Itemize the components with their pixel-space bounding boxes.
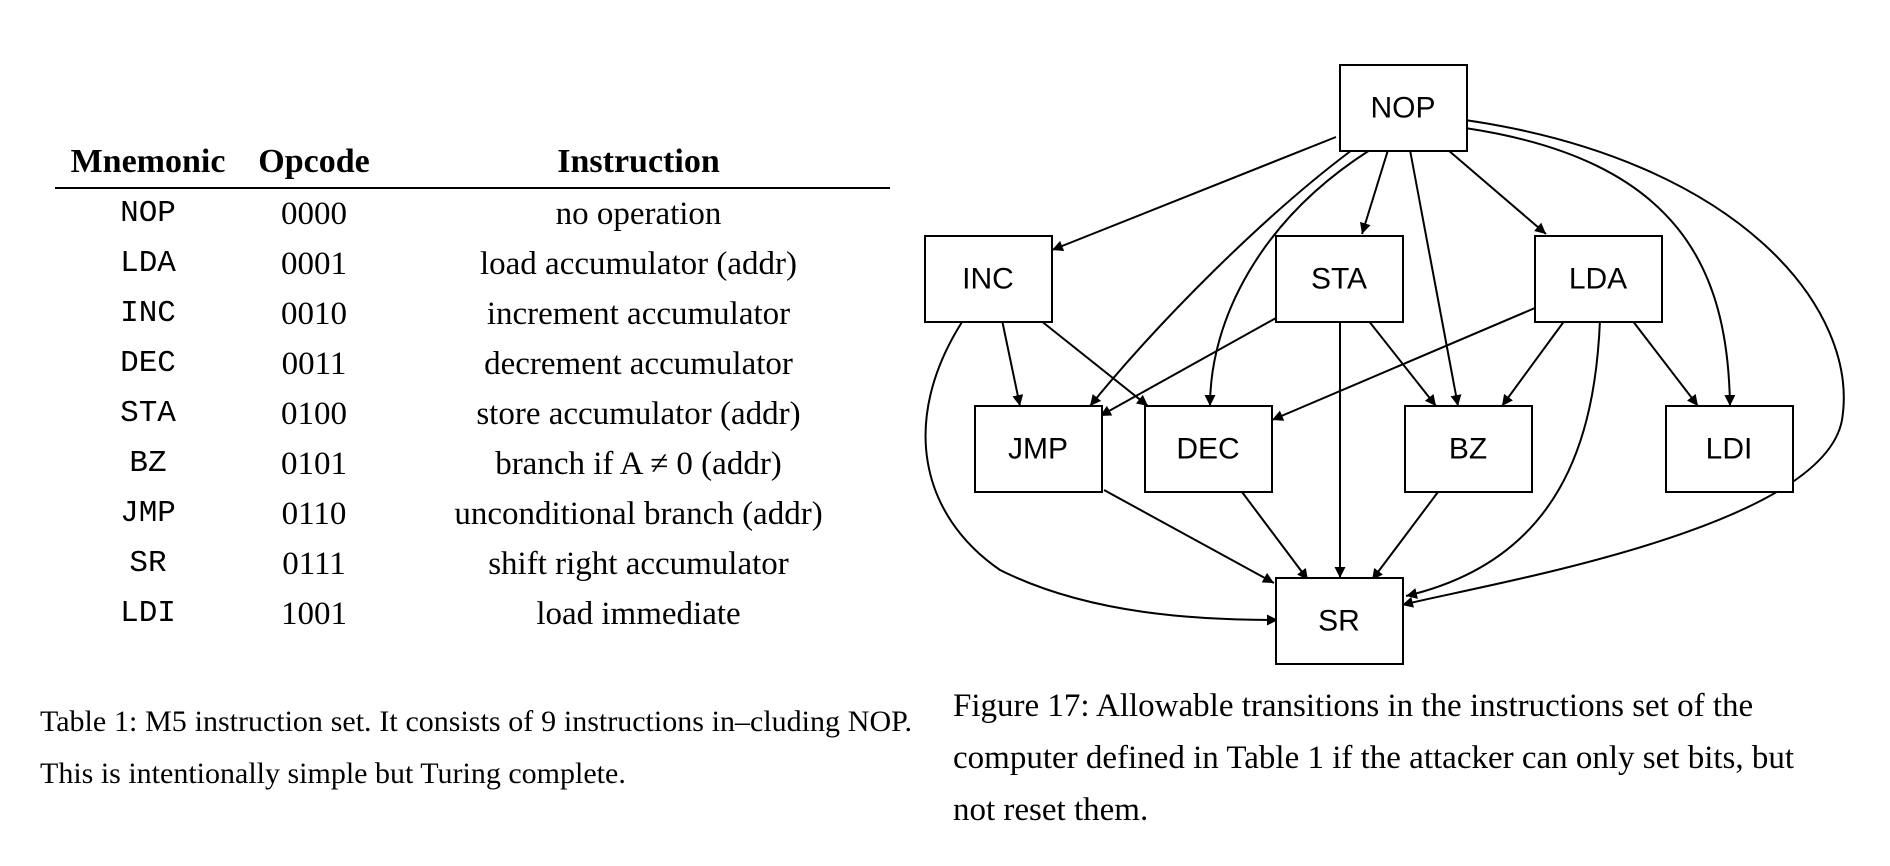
edge-sta-jmp [1099, 317, 1277, 417]
instruction-cell: load immediate [536, 596, 741, 632]
edge-inc-sr [924, 321, 1279, 626]
table-row: STA 0100 store accumulator (addr) [55, 389, 890, 439]
node-box [924, 235, 1053, 323]
header-opcode: Opcode [241, 138, 387, 189]
edge-jmp-sr [1103, 489, 1275, 584]
opcode-cell: 1001 [281, 596, 347, 632]
instruction-set-table: Mnemonic Opcode Instruction NOP 0000 no … [55, 138, 890, 639]
edge-inc-jmp [1001, 319, 1024, 407]
table-header-row: Mnemonic Opcode Instruction [55, 138, 890, 189]
node-box [1275, 235, 1404, 323]
edge-bz-sr [1371, 491, 1439, 581]
mnemonic-cell: STA [120, 396, 176, 431]
node-label: SR [1318, 605, 1360, 638]
edge-lda-ldi [1631, 319, 1699, 407]
node-bz: BZ [1404, 405, 1533, 493]
table-row: NOP 0000 no operation [55, 188, 890, 239]
node-nop: NOP [1339, 64, 1468, 152]
opcode-cell: 0010 [281, 296, 347, 332]
edge-nop-dec [1204, 149, 1371, 407]
mnemonic-cell: INC [120, 296, 176, 331]
table-row: LDA 0001 load accumulator (addr) [55, 239, 890, 289]
mnemonic-cell: JMP [120, 496, 176, 531]
node-lda: LDA [1534, 235, 1663, 323]
node-inc: INC [924, 235, 1053, 323]
instruction-cell: unconditional branch (addr) [454, 496, 823, 532]
node-label: BZ [1449, 433, 1487, 466]
edge-nop-jmp [1089, 149, 1353, 407]
table-row: JMP 0110 unconditional branch (addr) [55, 489, 890, 539]
table-row: DEC 0011 decrement accumulator [55, 339, 890, 389]
edge-nop-lda [1447, 149, 1547, 235]
node-sta: STA [1275, 235, 1404, 323]
instruction-cell: branch if A ≠ 0 (addr) [495, 446, 782, 482]
mnemonic-cell: LDI [120, 596, 176, 631]
mnemonic-cell: LDA [120, 246, 176, 281]
edge-lda-sr [1405, 319, 1601, 599]
mnemonic-cell: BZ [129, 446, 167, 481]
node-label: JMP [1008, 433, 1068, 466]
node-jmp: JMP [974, 405, 1103, 493]
table-row: SR 0111 shift right accumulator [55, 539, 890, 589]
node-label: LDA [1569, 263, 1627, 296]
edge-dec-sr [1241, 491, 1309, 581]
node-sr: SR [1275, 577, 1404, 665]
edge-nop-inc [1051, 136, 1337, 252]
edge-inc-dec [1039, 319, 1149, 407]
node-label: DEC [1176, 433, 1239, 466]
node-label: STA [1311, 263, 1367, 296]
mnemonic-cell: DEC [120, 346, 176, 381]
instruction-cell: store accumulator (addr) [476, 396, 801, 432]
opcode-cell: 0110 [281, 496, 347, 532]
instruction-cell: no operation [555, 196, 722, 232]
node-box [974, 405, 1103, 493]
header-mnemonic: Mnemonic [55, 138, 241, 189]
instruction-cell: load accumulator (addr) [479, 246, 797, 282]
table-caption: Table 1: M5 instruction set. It consists… [40, 705, 912, 790]
node-label: LDI [1706, 433, 1753, 466]
figure-caption: Figure 17: Allowable transitions in the … [953, 688, 1795, 828]
instruction-cell: decrement accumulator [484, 346, 793, 382]
node-dec: DEC [1144, 405, 1273, 493]
opcode-cell: 0100 [281, 396, 347, 432]
opcode-cell: 0000 [281, 196, 347, 232]
node-box [1144, 405, 1273, 493]
instruction-cell: increment accumulator [486, 296, 791, 332]
edge-nop-bz [1409, 149, 1462, 407]
node-box [1404, 405, 1533, 493]
edge-lda-dec [1271, 307, 1536, 421]
node-box [1339, 64, 1468, 152]
node-box [1665, 405, 1794, 493]
opcode-cell: 0001 [281, 246, 347, 282]
header-instruction: Instruction [387, 138, 890, 189]
node-box [1534, 235, 1663, 323]
node-ldi: LDI [1665, 405, 1794, 493]
instruction-cell: shift right accumulator [488, 546, 789, 582]
opcode-cell: 0101 [281, 446, 347, 482]
mnemonic-cell: NOP [120, 196, 176, 231]
mnemonic-cell: SR [129, 546, 167, 581]
edge-sta-bz [1367, 319, 1437, 407]
edge-lda-bz [1501, 319, 1566, 407]
table-row: LDI 1001 load immediate [55, 589, 890, 639]
edge-nop-sr [1401, 119, 1845, 608]
table-row: INC 0010 increment accumulator [55, 289, 890, 339]
node-label: INC [962, 263, 1014, 296]
node-box [1275, 577, 1404, 665]
edge-nop-ldi [1464, 127, 1736, 407]
table-row: BZ 0101 branch if A ≠ 0 (addr) [55, 439, 890, 489]
edge-nop-sta [1359, 149, 1389, 235]
opcode-cell: 0111 [282, 546, 346, 582]
opcode-cell: 0011 [281, 346, 347, 382]
node-label: NOP [1370, 92, 1435, 125]
